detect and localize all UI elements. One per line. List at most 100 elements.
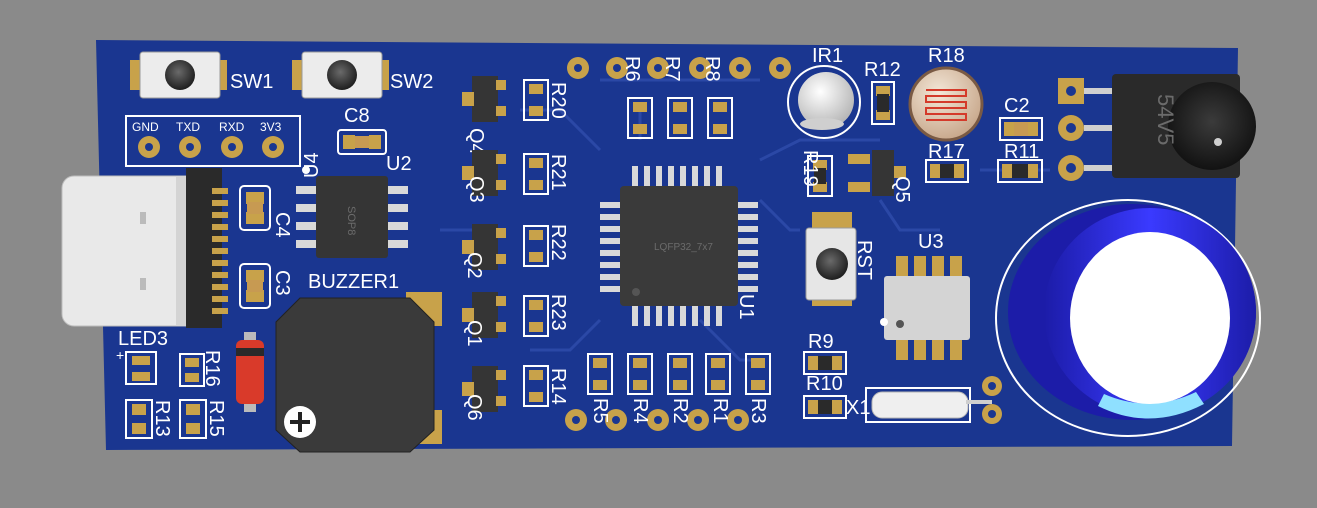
r10-resistor (803, 395, 847, 419)
rst-switch (805, 212, 857, 306)
uart-header-pins (138, 136, 284, 158)
r15-resistor (179, 399, 207, 439)
label-q1: Q1 (463, 320, 485, 347)
r8-resistor (707, 97, 733, 139)
label-3v3: 3V3 (260, 120, 282, 134)
label-sop8: SOP8 (345, 206, 357, 235)
r16-resistor (179, 353, 205, 387)
r12-resistor (871, 81, 895, 125)
label-r7: R7 (661, 56, 683, 82)
label-sw2: SW2 (390, 71, 433, 93)
label-ir1: IR1 (812, 45, 843, 67)
u3-chip (880, 256, 970, 360)
top-pad-row (567, 57, 791, 79)
ir1-receiver (787, 65, 861, 139)
x1-crystal (865, 376, 1002, 424)
uart-header-outline (125, 115, 301, 167)
label-gnd: GND (132, 120, 159, 134)
diode (236, 332, 264, 412)
r7-resistor (667, 97, 693, 139)
buzzer1 (275, 292, 442, 453)
label-x1: X1 (846, 397, 870, 419)
bottom-pad-row (565, 409, 749, 431)
label-lqfp: LQFP32_7x7 (654, 242, 713, 253)
led3 (125, 351, 157, 385)
q6-transistor (462, 366, 506, 412)
label-r13: R13 (151, 400, 173, 437)
label-c8: C8 (344, 105, 370, 127)
rst-button (816, 248, 848, 280)
r3-resistor (745, 353, 771, 395)
r17-resistor (925, 159, 969, 183)
electrolytic-capacitor (995, 199, 1261, 437)
led3-plus: + (116, 347, 124, 363)
r2-resistor (667, 353, 693, 395)
u1-mcu (600, 166, 758, 326)
r6-resistor (627, 97, 653, 139)
label-r8: R8 (701, 56, 723, 82)
q1-transistor (462, 292, 506, 338)
capacitor-polarity-stripe (1098, 392, 1204, 419)
label-r22: R22 (547, 224, 569, 261)
r18-photoresistor (908, 66, 984, 142)
u2-chip (296, 166, 408, 258)
label-u1: U1 (735, 294, 757, 320)
label-r14: R14 (547, 368, 569, 405)
label-led3: LED3 (118, 328, 168, 350)
label-u4: U4 (301, 152, 323, 178)
c4-capacitor (239, 185, 271, 231)
label-r6: R6 (621, 56, 643, 82)
label-q2: Q2 (463, 252, 485, 279)
label-r1: R1 (709, 398, 731, 424)
sw2-button (327, 60, 357, 90)
r20-resistor (523, 79, 549, 121)
label-r4: R4 (629, 398, 651, 424)
q5-transistor (848, 150, 906, 196)
label-q6: Q6 (463, 394, 485, 421)
label-c4: C4 (271, 212, 293, 238)
sensor-module (1058, 74, 1256, 181)
r21-resistor (523, 153, 549, 195)
label-r20: R20 (547, 82, 569, 119)
r11-resistor (997, 159, 1043, 183)
label-q5: Q5 (891, 176, 913, 203)
r1-resistor (705, 353, 731, 395)
q2-transistor (462, 224, 506, 270)
label-u2: U2 (386, 153, 412, 175)
label-r19: R19 (799, 150, 821, 187)
sw1-button (165, 60, 195, 90)
r9-resistor (803, 351, 847, 375)
c3-capacitor (239, 263, 271, 309)
sw1-switch (130, 51, 227, 99)
label-r15: R15 (205, 400, 227, 437)
r4-resistor (627, 353, 653, 395)
label-r3: R3 (747, 398, 769, 424)
label-rxd: RXD (219, 120, 245, 134)
label-r12: R12 (864, 59, 901, 81)
label-c2: C2 (1004, 95, 1030, 117)
r22-resistor (523, 225, 549, 267)
label-rst: RST (853, 240, 875, 280)
label-r18: R18 (928, 45, 965, 67)
r13-resistor (125, 399, 153, 439)
label-r17: R17 (928, 141, 965, 163)
c2-capacitor (999, 117, 1043, 141)
label-r2: R2 (669, 398, 691, 424)
label-u3: U3 (918, 231, 944, 253)
label-r10: R10 (806, 373, 843, 395)
r23-resistor (523, 295, 549, 337)
sw2-switch (292, 51, 389, 99)
label-sw1: SW1 (230, 71, 273, 93)
label-r5: R5 (589, 398, 611, 424)
r5-resistor (587, 353, 613, 395)
c8-capacitor (337, 129, 387, 155)
r19-resistor (807, 155, 833, 197)
label-r23: R23 (547, 294, 569, 331)
label-q3: Q3 (465, 176, 487, 203)
usb-c-connector (61, 168, 228, 328)
label-r16: R16 (201, 350, 223, 387)
label-q4: Q4 (465, 128, 487, 155)
label-buzzer1: BUZZER1 (308, 271, 399, 293)
